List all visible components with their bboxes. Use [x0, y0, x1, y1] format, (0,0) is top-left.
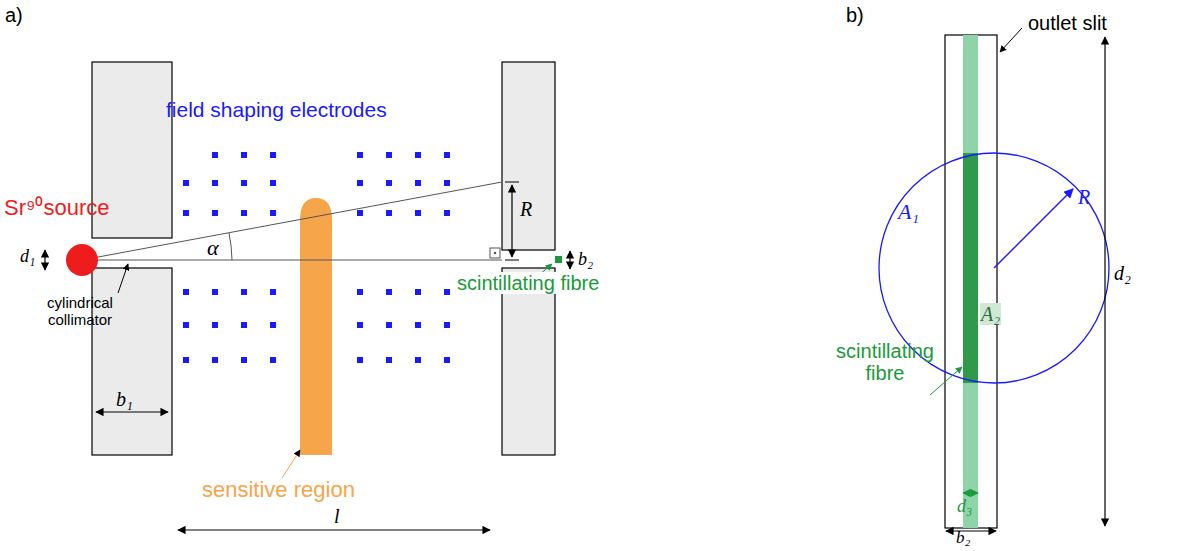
- panel-letter: a): [5, 4, 23, 26]
- area-label: A₁: [898, 200, 919, 224]
- dimension-label: b₂: [956, 529, 970, 548]
- fibre-label: scintillating fibre: [455, 272, 601, 294]
- dimension-label: l: [334, 505, 340, 527]
- source-label: Sr⁹⁰source: [4, 196, 109, 220]
- panel-letter: b): [846, 4, 864, 26]
- fibre-label: scintillating fibre: [835, 340, 935, 384]
- dimension-label: b₂: [578, 250, 593, 270]
- dimension-label: d₃: [957, 497, 972, 517]
- radius-label: R: [1078, 186, 1090, 208]
- electrode-label: field shaping electrodes: [166, 98, 387, 121]
- slit-label: outlet slit: [1028, 12, 1107, 34]
- region-label: sensitive region: [202, 478, 355, 502]
- angle-label: α: [207, 236, 219, 260]
- collimator-label: cylindrical collimator: [40, 295, 120, 328]
- dimension-label: R: [520, 198, 532, 220]
- dimension-label: b₁: [116, 388, 133, 410]
- dimension-label: d₁: [20, 247, 35, 267]
- area-label: A₂: [980, 303, 1001, 325]
- dimension-label: d₂: [1114, 262, 1131, 284]
